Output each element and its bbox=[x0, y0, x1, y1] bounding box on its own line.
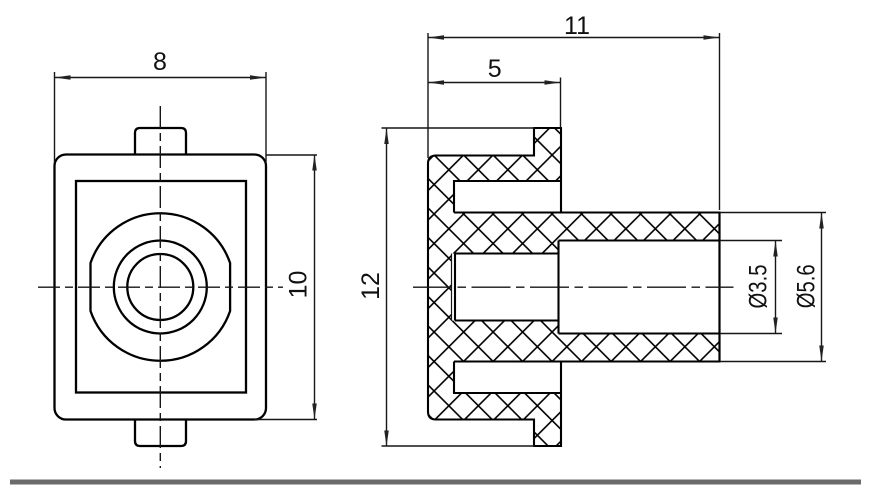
svg-text:8: 8 bbox=[153, 48, 167, 76]
svg-text:Ø3.5: Ø3.5 bbox=[745, 265, 773, 309]
svg-text:12: 12 bbox=[357, 272, 385, 300]
svg-text:10: 10 bbox=[285, 271, 313, 299]
svg-text:5: 5 bbox=[488, 55, 502, 83]
svg-text:11: 11 bbox=[564, 12, 590, 40]
svg-text:Ø5.6: Ø5.6 bbox=[792, 264, 820, 308]
